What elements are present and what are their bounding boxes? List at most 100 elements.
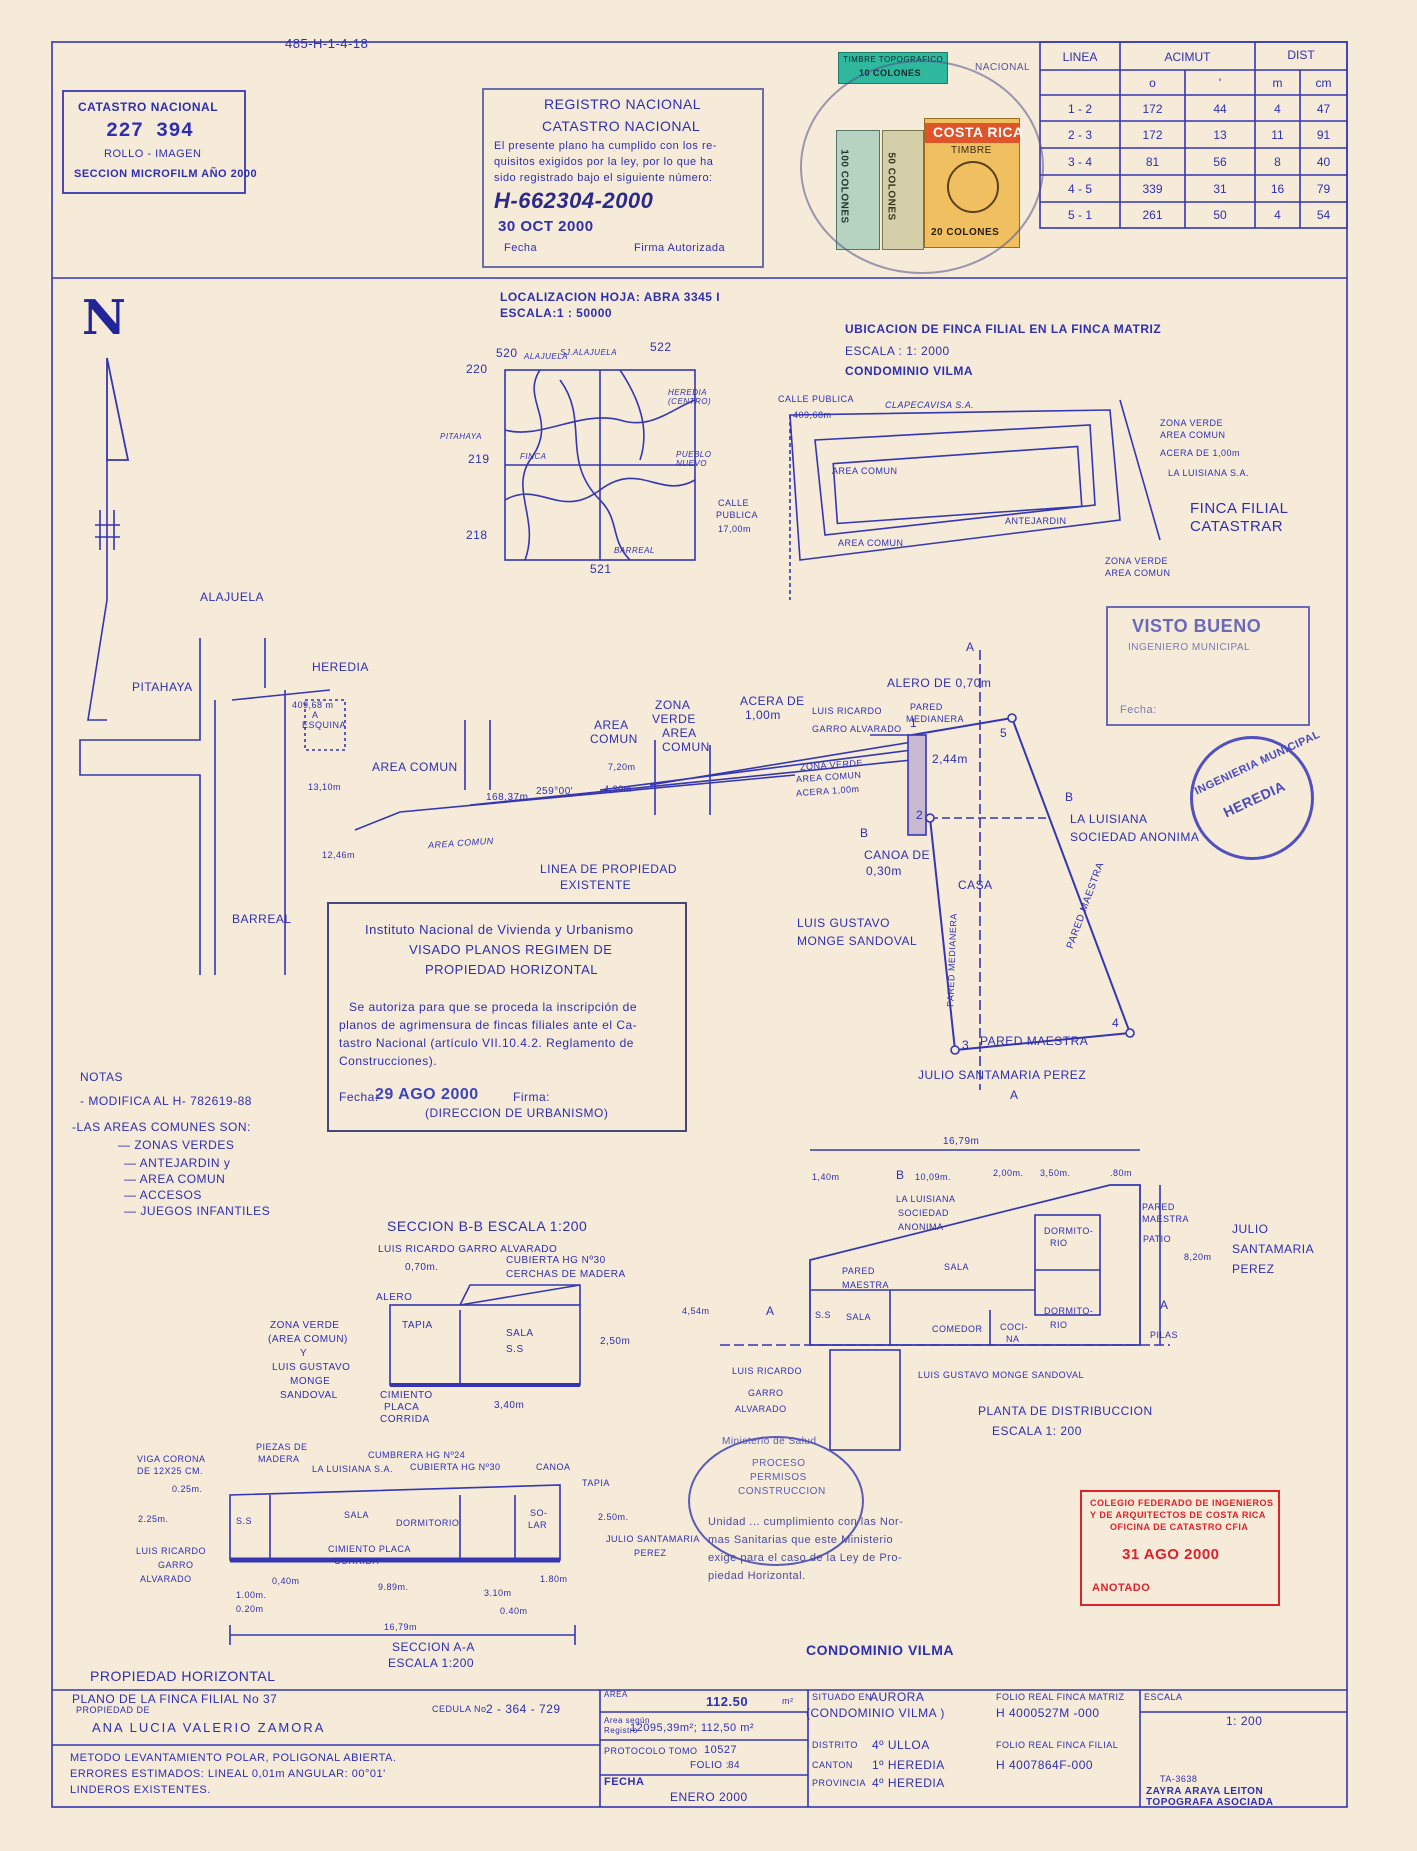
loc-place-finca: FINCA bbox=[520, 452, 547, 461]
planta-sala: SALA bbox=[944, 1262, 970, 1272]
ubic-acera: ACERA DE 1,00m bbox=[1160, 448, 1241, 458]
registro-title2: CATASTRO NACIONAL bbox=[542, 118, 701, 134]
saa-d025: 0.25m. bbox=[172, 1484, 203, 1494]
invu-line4: Se autoriza para que se proceda la inscr… bbox=[349, 1000, 637, 1014]
invu-line6: tastro Nacional (artículo VII.10.4.2. Re… bbox=[339, 1036, 634, 1050]
saa-ss: S.S bbox=[236, 1516, 253, 1526]
sbb-zv1: ZONA VERDE bbox=[270, 1320, 340, 1331]
catastro-stamp: CATASTRO NACIONAL 227 394 ROLLO - IMAGEN… bbox=[62, 90, 257, 194]
plan-d244: 2,44m bbox=[932, 752, 968, 766]
tb-topo-name: ZAYRA ARAYA LEITON bbox=[1146, 1786, 1264, 1797]
planta-d350: 3,50m. bbox=[1040, 1168, 1071, 1178]
saa-d180: 1.80m bbox=[540, 1574, 568, 1584]
plan-comun1: COMUN bbox=[590, 732, 638, 746]
sbb-d070: 0,70m. bbox=[405, 1262, 439, 1273]
invu-direccion: (DIRECCION DE URBANISMO) bbox=[425, 1106, 609, 1120]
plan-acera-de: ACERA DE bbox=[740, 694, 805, 708]
planta-lu1: LA LUISIANA bbox=[896, 1194, 956, 1204]
row1-m: 4 bbox=[1274, 102, 1281, 116]
tb-folio-matriz: H 4000527M -000 bbox=[996, 1706, 1100, 1720]
registro-firma-label: Firma Autorizada bbox=[634, 242, 726, 254]
tb-area-reg-label2: Registro bbox=[604, 1726, 638, 1735]
plan-verde: VERDE bbox=[652, 712, 696, 726]
saa-corrida: CORRIDA bbox=[334, 1556, 380, 1566]
plan-b-left: B bbox=[860, 826, 869, 840]
drawing-reference: 485-H-1-4-18 bbox=[285, 36, 369, 51]
plan-vertex-1: 1 bbox=[910, 716, 918, 730]
ubicacion-title: UBICACION DE FINCA FILIAL EN LA FINCA MA… bbox=[845, 322, 1162, 336]
cfia-date: 31 AGO 2000 bbox=[1122, 1546, 1220, 1563]
row1-cm: 47 bbox=[1316, 102, 1331, 116]
planta-julio1: JULIO bbox=[1232, 1222, 1269, 1236]
tb-situado: AURORA bbox=[870, 1690, 925, 1704]
tb-topo-title: TOPOGRAFA ASOCIADA bbox=[1146, 1797, 1274, 1808]
timbre-topo-label: TIMBRE TOPOGRAFICO bbox=[843, 55, 944, 64]
planta-cocina2: NA bbox=[1006, 1334, 1020, 1344]
row1-min: 44 bbox=[1213, 102, 1227, 116]
planta-d140: 1,40m bbox=[812, 1172, 840, 1182]
tb-provincia-label: PROVINCIA bbox=[812, 1778, 867, 1788]
loc-place-pitahaya: PITAHAYA bbox=[440, 432, 482, 441]
sbb-cim1: CIMIENTO bbox=[380, 1390, 433, 1401]
saa-dormitorio: DORMITORIO bbox=[396, 1518, 460, 1528]
plan-comun2: COMUN bbox=[662, 740, 710, 754]
ubicacion-scale: ESCALA : 1: 2000 bbox=[845, 344, 950, 358]
plan-alero: ALERO DE 0,70m bbox=[887, 676, 992, 690]
saa-piezas2: MADERA bbox=[258, 1454, 300, 1464]
plan-luisg2: MONGE SANDOVAL bbox=[797, 934, 918, 948]
planta-a2: A bbox=[1160, 1298, 1169, 1312]
tb-escala: 1: 200 bbox=[1226, 1714, 1263, 1728]
planta-patio: PATIO bbox=[1143, 1234, 1172, 1244]
table-header-dist: DIST bbox=[1287, 48, 1315, 62]
saa-julio2: PEREZ bbox=[634, 1548, 667, 1558]
saa-canoa: CANOA bbox=[536, 1462, 571, 1472]
saa-lu: LA LUISIANA S.A. bbox=[312, 1464, 394, 1474]
sbb-lg2: MONGE bbox=[290, 1376, 331, 1387]
saa-cub: CUBIERTA HG Nº30 bbox=[410, 1462, 501, 1472]
invu-stamp: Instituto Nacional de Vivienda y Urbanis… bbox=[327, 902, 687, 1132]
table-header-deg: o bbox=[1149, 76, 1156, 90]
row1-linea: 1 - 2 bbox=[1067, 102, 1092, 116]
tb-owner: ANA LUCIA VALERIO ZAMORA bbox=[92, 1720, 326, 1735]
catastro-line3: SECCION MICROFILM AÑO 2000 bbox=[74, 168, 258, 180]
plan-casa: CASA bbox=[958, 878, 993, 892]
ubic-calle1: CALLE PUBLICA bbox=[778, 394, 855, 404]
salud-line7: exige para el caso de la Ley de Pro- bbox=[708, 1552, 903, 1564]
invu-line5: planos de agrimensura de fincas filiales… bbox=[339, 1018, 638, 1032]
tb-fecha-label: FECHA bbox=[604, 1776, 645, 1788]
plan-barreal: BARREAL bbox=[232, 912, 292, 926]
ubic-d2: 17,00m bbox=[718, 524, 752, 534]
plan-vertex-3: 3 bbox=[962, 1038, 970, 1052]
tb-cedula-label: CEDULA No. bbox=[432, 1704, 490, 1714]
row3-min: 56 bbox=[1213, 155, 1227, 169]
planta-pared-m1: PARED bbox=[842, 1266, 875, 1276]
salud-line4: CONSTRUCCION bbox=[738, 1486, 826, 1497]
ubic-finca-filial: FINCA FILIAL bbox=[1190, 500, 1289, 517]
plan-alajuela: ALAJUELA bbox=[200, 590, 265, 604]
planta-pared-m2: MAESTRA bbox=[842, 1280, 890, 1290]
saa-piezas1: PIEZAS DE bbox=[256, 1442, 308, 1452]
cfia-stamp: COLEGIO FEDERADO DE INGENIEROS Y DE ARQU… bbox=[1080, 1490, 1280, 1606]
notas-line4: — ANTEJARDIN y bbox=[124, 1156, 231, 1170]
registro-date: 30 OCT 2000 bbox=[498, 218, 594, 235]
ubic-zv2: ZONA VERDE bbox=[1105, 556, 1169, 566]
tb-canton-label: CANTON bbox=[812, 1760, 853, 1770]
localizacion-title: LOCALIZACION HOJA: ABRA 3345 I bbox=[500, 290, 721, 304]
loc-place-alajuela-top: ALAJUELA bbox=[524, 352, 569, 361]
tb-ta: TA-3638 bbox=[1160, 1774, 1198, 1784]
planta-lr1: LUIS RICARDO bbox=[732, 1366, 803, 1376]
registro-seal-icon bbox=[800, 60, 1044, 274]
ubic-publica2: PUBLICA bbox=[716, 510, 759, 520]
notas-line3: — ZONAS VERDES bbox=[118, 1138, 235, 1152]
invu-line3: PROPIEDAD HORIZONTAL bbox=[425, 962, 599, 977]
plan-luis1: LUIS RICARDO bbox=[812, 706, 883, 716]
plan-canoa1: CANOA DE bbox=[864, 848, 931, 862]
plan-esq1: A bbox=[312, 710, 319, 720]
saa-d040: 0,40m bbox=[272, 1576, 300, 1586]
plan-d720: 7,20m bbox=[608, 762, 636, 772]
planta-pilas: PILAS bbox=[1150, 1330, 1179, 1340]
row2-m: 11 bbox=[1271, 128, 1284, 142]
notas-line6: — ACCESOS bbox=[124, 1188, 202, 1202]
tb-escala-label: ESCALA bbox=[1144, 1692, 1183, 1702]
registro-text1: El presente plano ha cumplido con los re… bbox=[494, 140, 717, 152]
